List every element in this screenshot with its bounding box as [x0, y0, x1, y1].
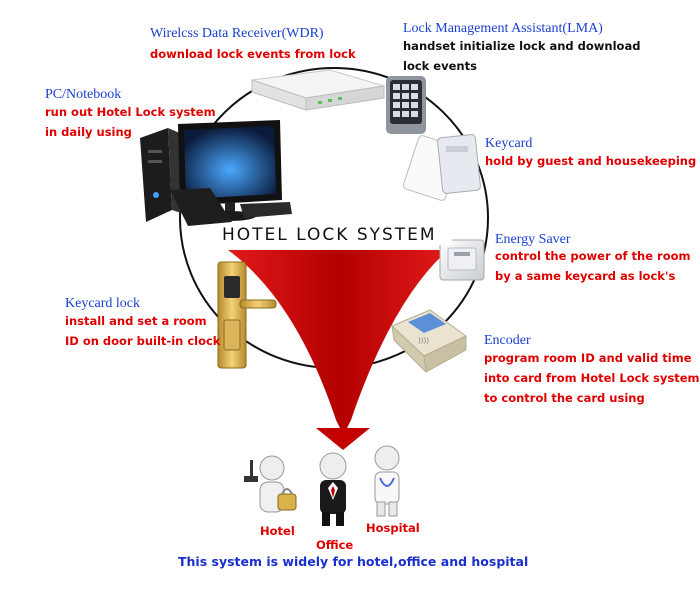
pc-title: PC/Notebook [45, 87, 122, 102]
lma-title: Lock Management Assistant(LMA) [403, 21, 603, 36]
door-lock-icon [217, 261, 277, 369]
figure-icon-hotel [244, 455, 297, 513]
lma-desc-line-1: handset initialize lock and download [403, 39, 641, 53]
center-title: HOTEL LOCK SYSTEM [222, 225, 452, 245]
encoder-desc-line-2: into card from Hotel Lock system [484, 371, 700, 385]
energy-saver-description: control the power of the room by a same … [495, 246, 691, 286]
energy-saver-title: Energy Saver [495, 232, 571, 247]
keycard-lock-title: Keycard lock [65, 296, 141, 311]
wdr-title: Wirelcss Data Receiver(WDR) [150, 26, 324, 41]
wdr-description: download lock events from lock [150, 44, 356, 64]
figure-icon-office [319, 452, 347, 526]
lock-desc-line-1: install and set a room [65, 314, 207, 328]
encoder-desc-line-1: program room ID and valid time [484, 351, 692, 365]
place-label-hotel: Hotel [260, 524, 295, 538]
keycard-icon [402, 134, 481, 201]
energy-desc-line-2: by a same keycard as lock's [495, 269, 676, 283]
lma-description: handset initialize lock and download loc… [403, 36, 640, 76]
funnel-arrow-head [316, 428, 370, 450]
pc-description: run out Hotel Lock system in daily using [45, 102, 216, 142]
encoder-description: program room ID and valid time into card… [484, 348, 700, 408]
keycard-lock-description: install and set a room ID on door built-… [65, 311, 220, 351]
encoder-icon: )))) [391, 309, 467, 374]
handset-icon [386, 76, 426, 134]
place-label-hospital: Hospital [366, 521, 420, 535]
keycard-desc-line: hold by guest and housekeeping [485, 154, 697, 168]
wdr-desc-line: download lock events from lock [150, 47, 356, 61]
pc-desc-line-1: run out Hotel Lock system [45, 105, 216, 119]
computer-icon [140, 120, 292, 226]
encoder-desc-line-3: to control the card using [484, 391, 645, 405]
wireless-receiver-icon [251, 69, 385, 111]
lock-desc-line-2: ID on door built-in clock [65, 334, 221, 348]
keycard-title: Keycard [485, 136, 533, 151]
encoder-title: Encoder [484, 333, 531, 348]
lma-desc-line-2: lock events [403, 59, 477, 73]
energy-saver-icon [439, 239, 485, 281]
svg-text:)))): )))) [418, 337, 429, 345]
figure-icon-hospital [374, 445, 400, 517]
footer-caption: This system is widely for hotel,office a… [178, 554, 529, 569]
pc-desc-line-2: in daily using [45, 125, 132, 139]
funnel-shape [228, 250, 448, 428]
energy-desc-line-1: control the power of the room [495, 249, 691, 263]
place-label-office: Office [316, 538, 354, 552]
keycard-description: hold by guest and housekeeping [485, 151, 696, 171]
